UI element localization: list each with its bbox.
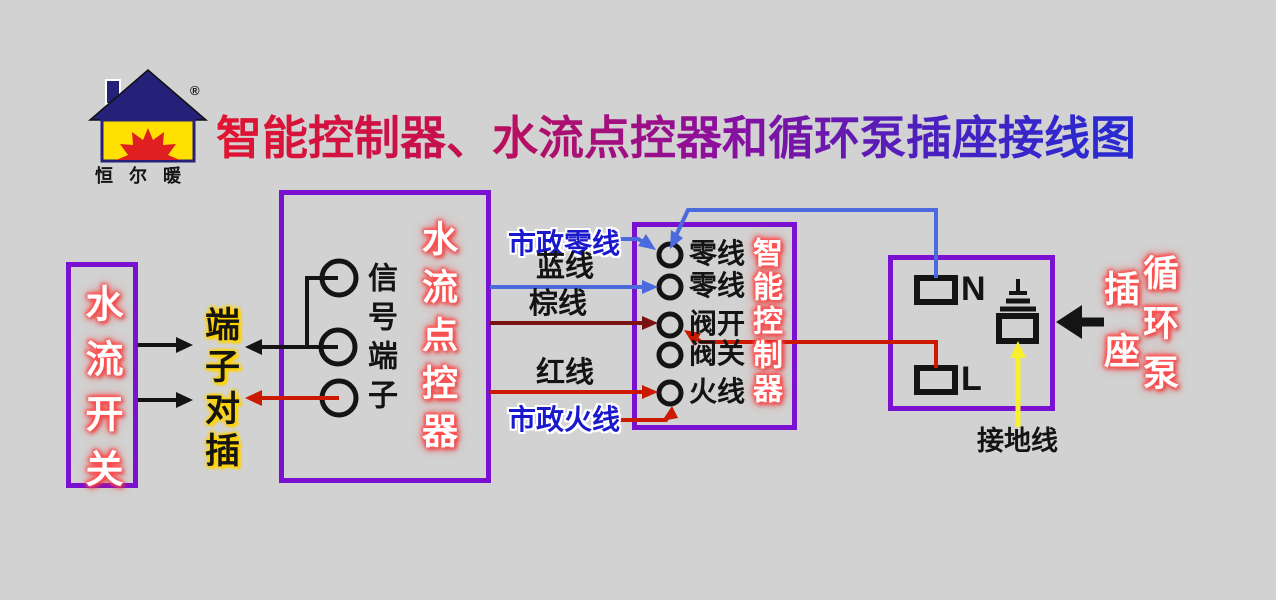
pump-socket-box (888, 255, 1055, 411)
terminal-label-valve-open: 阀开 (689, 308, 746, 339)
arrow-up-icon (662, 406, 678, 421)
red-arrowheads (245, 330, 701, 421)
pump-socket-label-secondary: 插座 (1099, 270, 1140, 394)
ground-terminal-rect (996, 313, 1039, 344)
ground-wire-arrowhead (1010, 341, 1026, 358)
terminal-circle-valve-open (656, 311, 684, 339)
arrow-icon (670, 230, 683, 249)
n-terminal-label: N (961, 270, 986, 308)
terminal-circle (319, 258, 359, 298)
plug-connector-label: 端子对插 (200, 306, 239, 474)
controller-terminal-circles (656, 241, 684, 407)
smart-controller-box (632, 222, 797, 430)
red-wire-label: 红线 (536, 357, 595, 389)
n-terminal-rect (914, 275, 958, 305)
registered-mark: ® (190, 83, 200, 98)
blue-arrowheads (638, 230, 683, 294)
arrow-icon (638, 234, 656, 250)
big-arrow-left-icon (1056, 305, 1082, 339)
terminal-circle-live (656, 379, 684, 407)
signal-terminal-circles (318, 258, 359, 418)
logo-sun-icon (116, 128, 180, 160)
flow-controller-box (279, 190, 491, 483)
page-title: 智能控制器、水流点控器和循环泵插座接线图 (216, 102, 1136, 168)
house-logo-icon (87, 69, 209, 163)
flow-controller-label: 水流点控器 (417, 220, 458, 460)
terminal-label-live: 火线 (689, 376, 746, 407)
arrow-up-icon (1010, 341, 1026, 358)
black-wire-lines (138, 276, 1104, 402)
arrow-left-icon (245, 339, 262, 355)
mains-live-label: 市政火线 (508, 404, 621, 435)
smart-controller-label: 智能控制器 (748, 237, 781, 407)
flow-switch-label: 水流开关 (79, 284, 121, 504)
signal-terminal-label: 信号端子 (363, 262, 396, 418)
terminal-label-valve-close: 阀关 (689, 338, 746, 369)
terminal-circle-valve-close (656, 341, 684, 369)
arrow-icon (642, 316, 658, 330)
arrow-right-icon (176, 337, 193, 353)
ground-wire-label: 接地线 (977, 426, 1058, 456)
black-arrowheads (176, 305, 1082, 408)
terminal-circle-neutral-1 (656, 241, 684, 269)
arrow-right-icon (176, 392, 193, 408)
pump-socket-label-primary: 循环泵 (1138, 254, 1179, 404)
l-terminal-rect (914, 365, 958, 395)
arrow-left-icon (245, 390, 262, 406)
terminal-label-neutral-1: 零线 (689, 238, 746, 269)
mains-neutral-label: 市政零线 (508, 228, 621, 259)
flow-switch-box (66, 262, 138, 488)
terminal-circle (318, 327, 358, 367)
arrow-icon (642, 280, 658, 294)
brand-logo (86, 68, 210, 164)
brown-wire-label: 棕线 (529, 288, 588, 320)
terminal-label-neutral-2: 零线 (689, 270, 746, 301)
terminal-circle-neutral-2 (656, 273, 684, 301)
l-terminal-label: L (961, 360, 982, 398)
brown-arrowheads (642, 316, 658, 330)
blue-wire-label: 蓝线 (536, 251, 595, 283)
arrow-icon (642, 385, 658, 399)
brand-name: 恒尔暖 (95, 166, 197, 186)
arrow-icon (684, 330, 701, 346)
